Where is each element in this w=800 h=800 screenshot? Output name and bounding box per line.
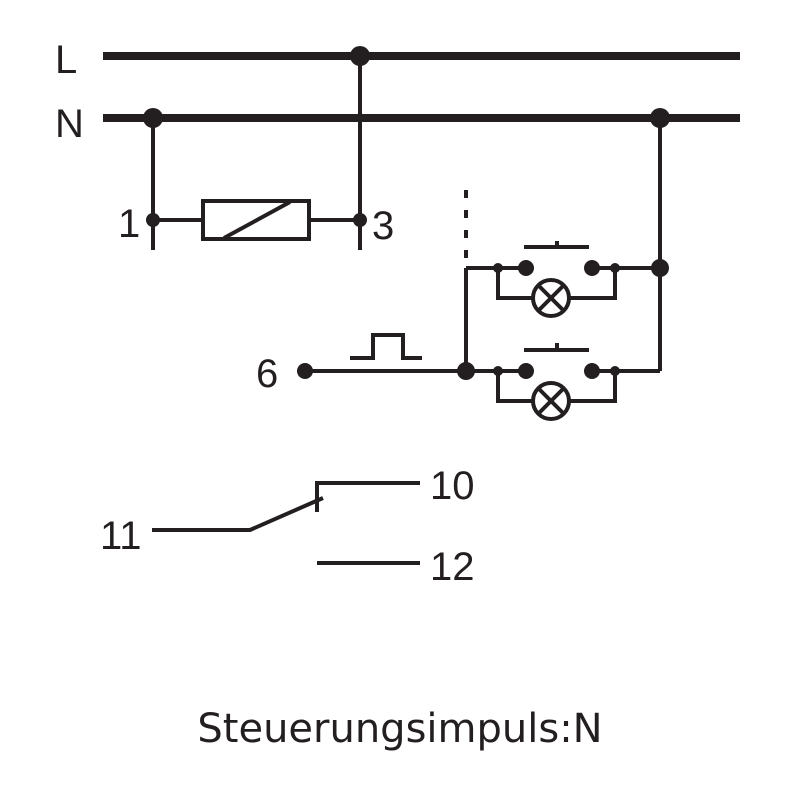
- changeover-contact: [152, 481, 420, 565]
- terminal-6: 6: [256, 352, 279, 396]
- terminal-3: 3: [372, 204, 395, 248]
- relay-coil: [201, 199, 311, 241]
- pushbutton-1: [466, 241, 660, 318]
- lamp-icon: [531, 381, 571, 421]
- label-N: N: [55, 102, 84, 146]
- terminal-12: 12: [430, 545, 475, 589]
- terminal-10: 10: [430, 464, 475, 508]
- caption: Steuerungsimpuls:N: [197, 706, 603, 752]
- pulse-symbol: [350, 333, 422, 360]
- terminal-1: 1: [118, 202, 141, 246]
- coil-diagonal: [223, 200, 291, 240]
- lamp-icon: [531, 278, 571, 318]
- pushbutton-2: [466, 343, 660, 421]
- label-L: L: [55, 38, 78, 82]
- terminal-11: 11: [100, 514, 142, 558]
- junction-dots: [143, 46, 670, 380]
